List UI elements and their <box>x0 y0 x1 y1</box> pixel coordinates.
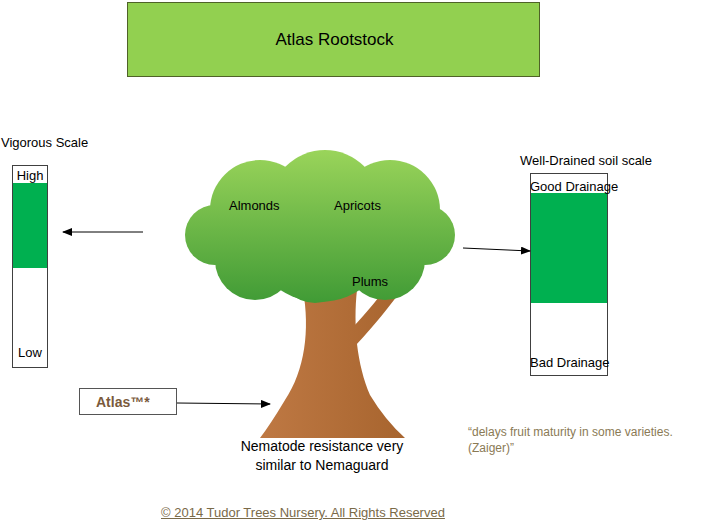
node-text: Plums <box>352 274 388 290</box>
node-text: Bad Drainage <box>530 355 608 371</box>
node-text: Almonds <box>229 198 280 214</box>
note-text: Nematode resistance very similar to Nema… <box>227 437 417 475</box>
tree-crown <box>185 150 455 303</box>
node-text: Atlas™* <box>96 394 150 411</box>
copyright-text: © 2014 Tudor Trees Nursery. All Rights R… <box>161 504 445 522</box>
pointer-arrow <box>177 403 270 404</box>
node-text: Well-Drained soil scale <box>520 153 652 169</box>
tree-node: Almonds ApricotsPlums <box>185 150 457 440</box>
node-text: Apricots <box>334 198 381 214</box>
atlas-box: Atlas™* <box>79 388 177 415</box>
node-text: Low <box>13 345 47 361</box>
quote-text: “delays fruit maturity in some varieties… <box>468 424 706 456</box>
title-box: Atlas Rootstock <box>127 2 540 77</box>
vigor-scale: Vigorous ScaleHighLow <box>12 165 48 368</box>
node-text: Vigorous Scale <box>1 135 88 151</box>
pointer-arrow <box>463 248 530 251</box>
drainage-scale: Well-Drained soil scaleGood DrainageBad … <box>530 173 608 376</box>
vigor-band <box>13 183 47 268</box>
drainage-band <box>531 193 607 303</box>
node-text: Good Drainage <box>530 179 608 195</box>
node-text: High <box>13 168 47 184</box>
node-text: Atlas Rootstock <box>128 30 541 50</box>
pointer-arrow <box>63 232 143 233</box>
